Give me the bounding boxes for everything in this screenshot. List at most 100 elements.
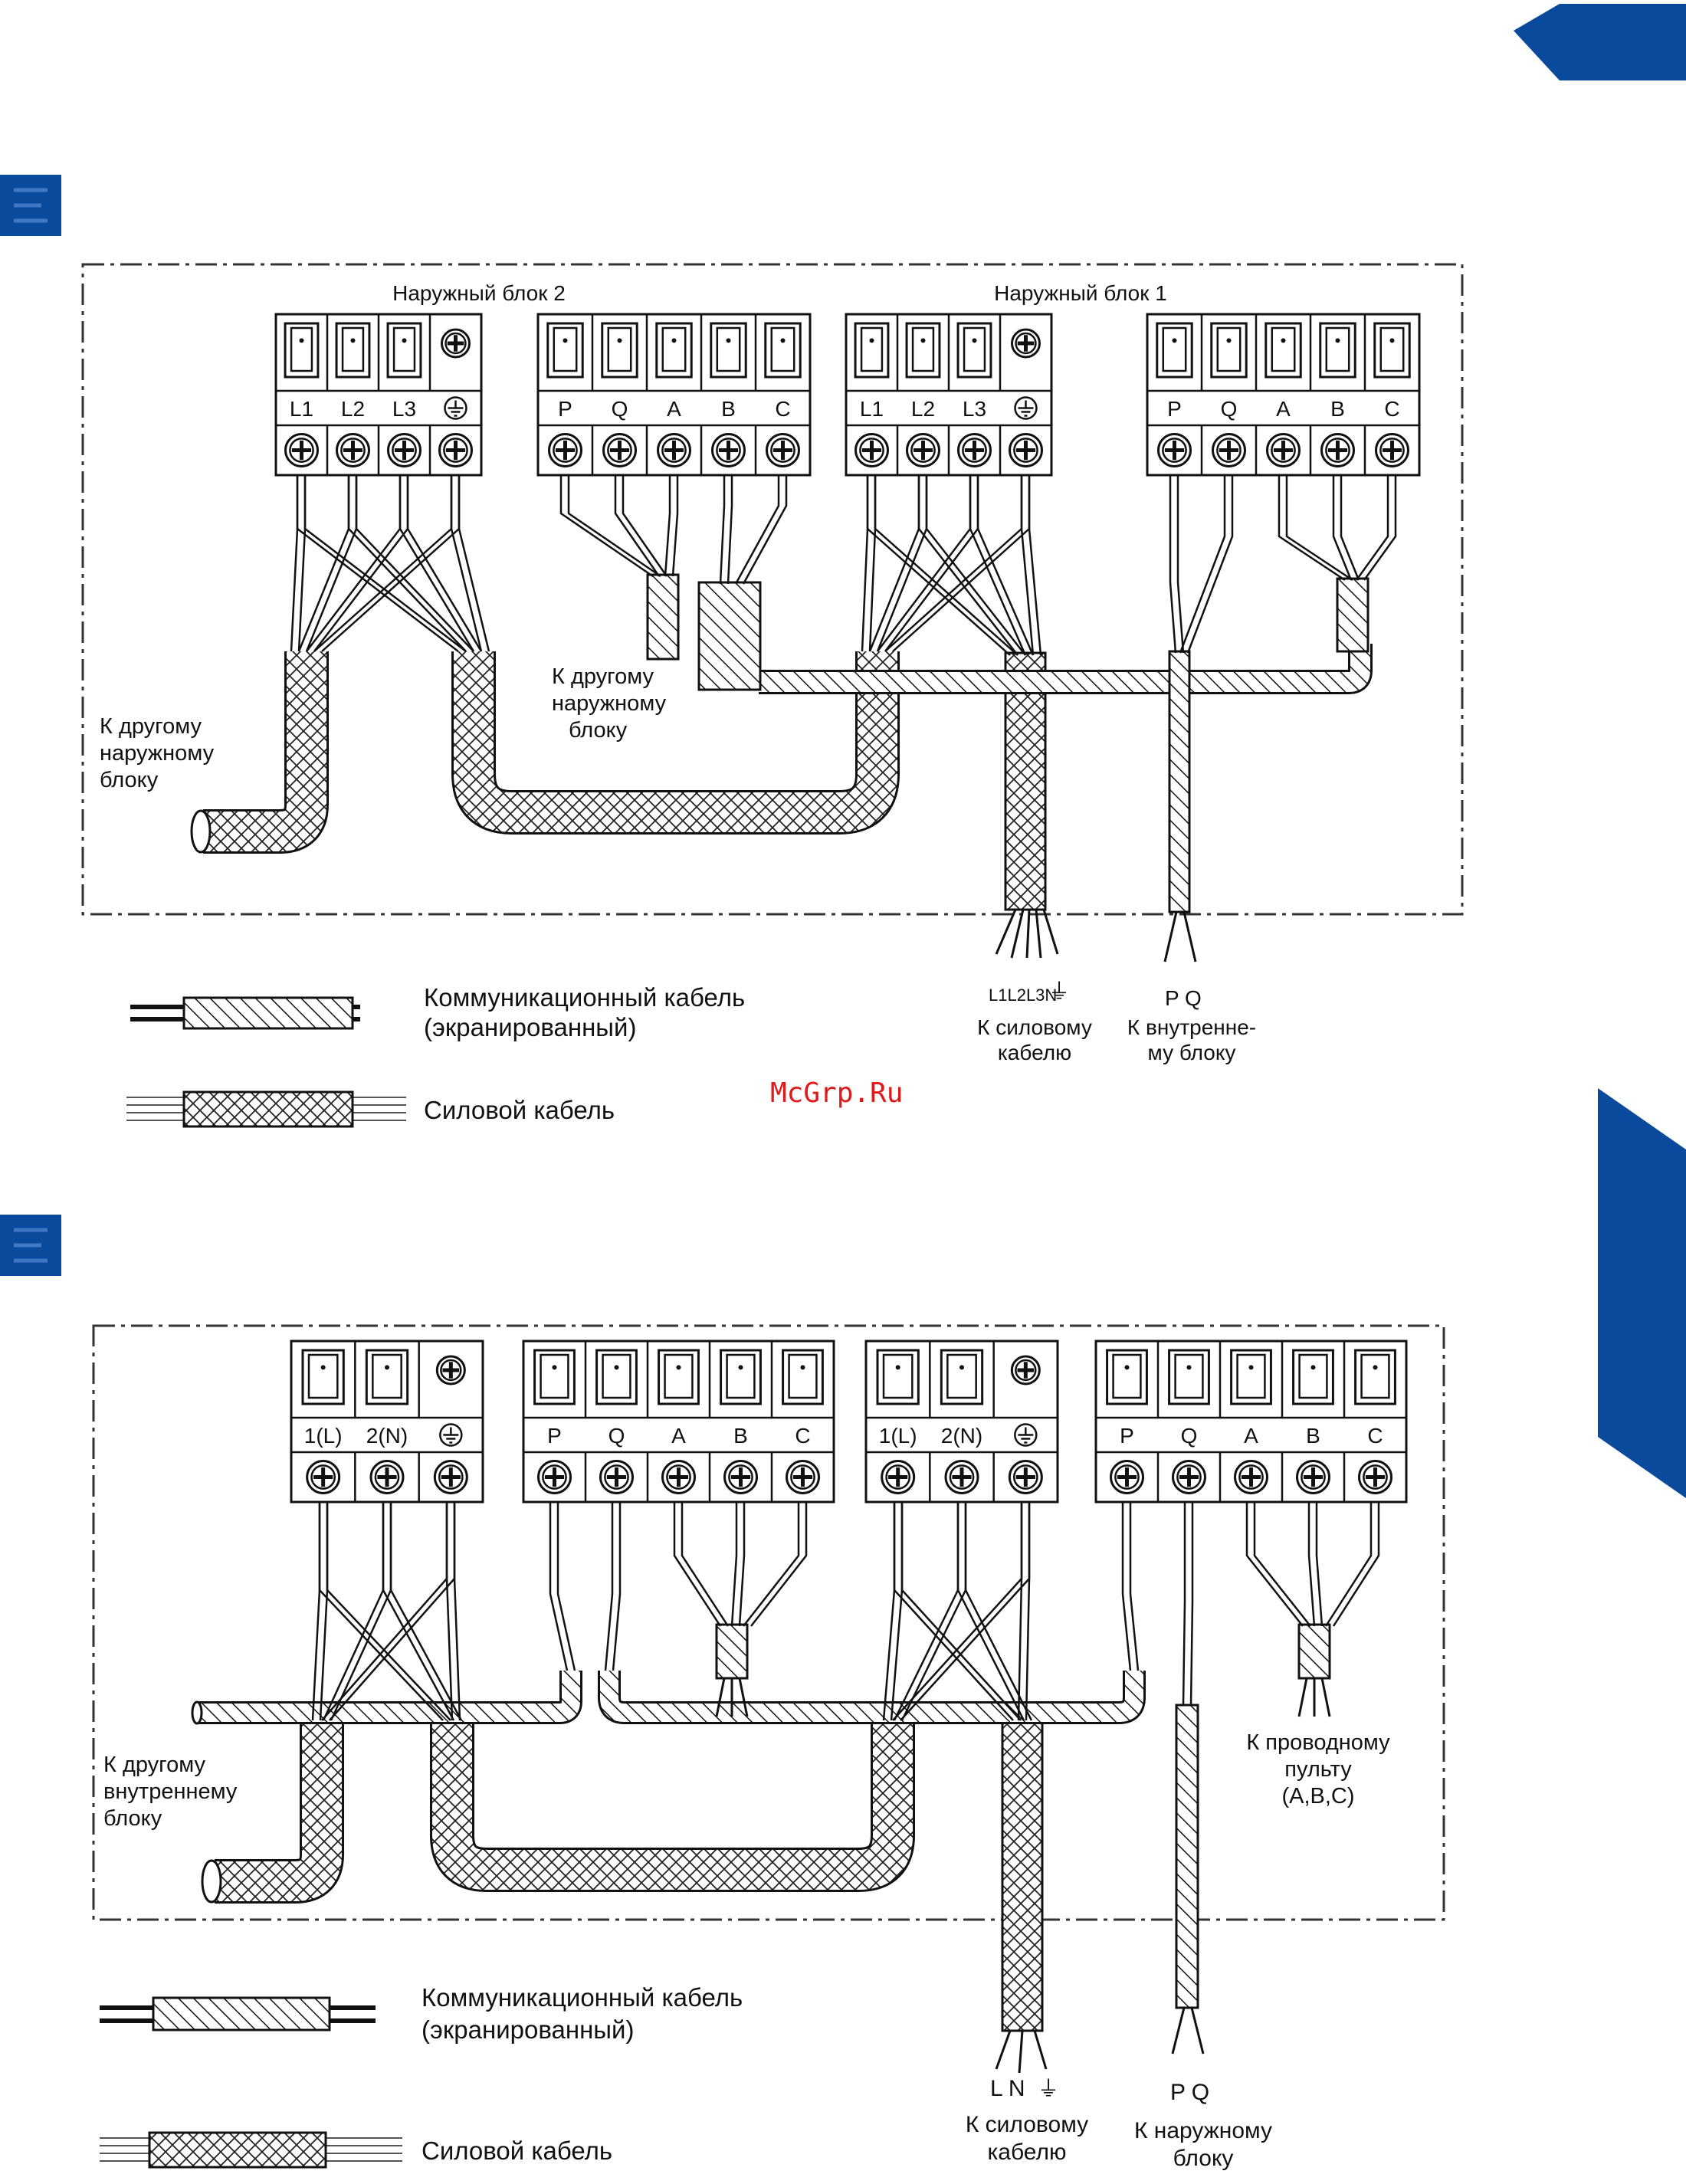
- wire: [622, 475, 668, 577]
- corner-tab-top: [1514, 4, 1686, 80]
- terminal-label: B: [721, 397, 736, 421]
- terminal-label: Q: [612, 397, 628, 421]
- wire: [671, 475, 679, 577]
- wire: [969, 475, 1027, 656]
- power-destination-2: К силовому кабелю: [966, 2112, 1088, 2165]
- section-icon-1: [0, 175, 61, 236]
- wire: [681, 1502, 730, 1627]
- wire: [964, 1502, 1033, 1721]
- wire: [326, 1502, 451, 1721]
- wires-1: [290, 475, 1397, 656]
- legend-comm-label-2: Коммуникационный кабель: [422, 1983, 743, 2012]
- wire: [1179, 475, 1226, 654]
- wire: [884, 475, 979, 652]
- wire: [612, 1502, 622, 1671]
- clamp-icon: [335, 322, 371, 379]
- wire: [399, 475, 475, 652]
- wire: [296, 475, 459, 652]
- svg-text:К силовому: К силовому: [966, 2112, 1088, 2137]
- svg-text:(A,B,C): (A,B,C): [1281, 1784, 1354, 1809]
- terminal-label: L3: [963, 397, 986, 421]
- svg-text:К проводному: К проводному: [1246, 1730, 1390, 1755]
- clamp-icon: [386, 322, 422, 379]
- svg-text:К наружному: К наружному: [1134, 2118, 1272, 2143]
- wire: [882, 1502, 896, 1721]
- wire: [734, 475, 780, 585]
- wire: [743, 1502, 800, 1627]
- terminal-label: Q: [608, 1424, 625, 1448]
- terminal-label: 1(L): [304, 1424, 343, 1448]
- terminal-label: B: [733, 1424, 748, 1448]
- diagram2-frame: [92, 1324, 1445, 1921]
- comm-destination-1: К внутренне- му блоку: [1127, 1015, 1256, 1064]
- wire: [303, 475, 467, 652]
- terminal-label: C: [1384, 397, 1399, 421]
- wire: [727, 475, 733, 585]
- svg-text:К другому: К другому: [552, 664, 654, 689]
- remote-controller-note: К проводному пульту (A,B,C): [1246, 1730, 1390, 1809]
- wire: [1176, 475, 1185, 654]
- legend-comm-sublabel-2: (экранированный): [422, 2015, 634, 2044]
- legend-power-label: Силовой кабель: [424, 1096, 615, 1124]
- terminal-label: 1(L): [879, 1424, 917, 1448]
- clamp-icon: [956, 322, 992, 379]
- terminal-label: L1: [860, 397, 884, 421]
- wire: [453, 1502, 461, 1721]
- wire: [450, 475, 483, 652]
- wire: [1245, 1502, 1304, 1627]
- svg-text:наружному: наружному: [552, 691, 667, 716]
- svg-text:внутреннему: внутреннему: [103, 1779, 238, 1804]
- outdoor-unit-2-label: Наружный блок 2: [392, 281, 566, 305]
- terminal-label: 2(N): [941, 1424, 982, 1448]
- wire: [738, 1502, 746, 1627]
- watermark: McGrp.Ru: [770, 1077, 903, 1109]
- terminal-label: P: [1120, 1424, 1134, 1448]
- terminal-label: P: [1167, 397, 1182, 421]
- comm-cable-legend-icon-2: [100, 1996, 376, 2032]
- wire: [1253, 1502, 1311, 1627]
- cable-tails-1: [995, 909, 1197, 962]
- wire: [567, 475, 661, 578]
- wire: [1315, 1502, 1324, 1627]
- wire: [1169, 475, 1177, 654]
- legend-1: Коммуникационный кабель (экранированный)…: [126, 983, 745, 1128]
- wire: [1025, 1502, 1031, 1721]
- power-cable-bundles-2: [201, 1715, 1044, 2032]
- svg-text:кабелю: кабелю: [998, 1041, 1071, 1064]
- section-icon-2: [0, 1215, 61, 1276]
- terminal-label: P: [547, 1424, 562, 1448]
- wire: [1028, 475, 1042, 656]
- wire: [604, 1502, 614, 1671]
- svg-text:К внутренне-: К внутренне-: [1127, 1015, 1256, 1039]
- wire: [1017, 1502, 1023, 1721]
- wire: [868, 475, 920, 652]
- svg-text:К силовому: К силовому: [977, 1015, 1092, 1039]
- comm-wire-labels-2: P Q: [1170, 2080, 1209, 2105]
- wire: [306, 475, 402, 652]
- terminal-label: A: [1244, 1424, 1258, 1448]
- wire: [319, 1502, 329, 1721]
- wire: [1340, 475, 1360, 581]
- wire: [900, 1502, 967, 1721]
- left-note-2: К другому внутреннему блоку: [103, 1753, 238, 1831]
- terminal-label: A: [671, 1424, 686, 1448]
- cable-tails-2: [715, 1677, 1331, 2074]
- terminal-label: L2: [911, 397, 935, 421]
- svg-text:К другому: К другому: [100, 714, 202, 739]
- terminal-block-unit1-power: L1 L2 L3: [845, 313, 1053, 477]
- wire: [742, 475, 788, 585]
- clamp-icon: [905, 322, 941, 379]
- power-wire-labels-1: L1L2L3N: [989, 985, 1057, 1005]
- svg-text:блоку: блоку: [103, 1806, 162, 1831]
- wire: [1324, 1502, 1373, 1627]
- terminal-block-indoor1-power: 1(L) 2(N): [864, 1340, 1059, 1504]
- wire: [1278, 475, 1346, 582]
- power-cable-legend-icon-2: [100, 2131, 402, 2169]
- ground-symbol-1: ⏚: [1048, 979, 1070, 1003]
- wire: [956, 1502, 1025, 1721]
- terminal-label: C: [795, 1424, 810, 1448]
- terminal-label: A: [667, 397, 681, 421]
